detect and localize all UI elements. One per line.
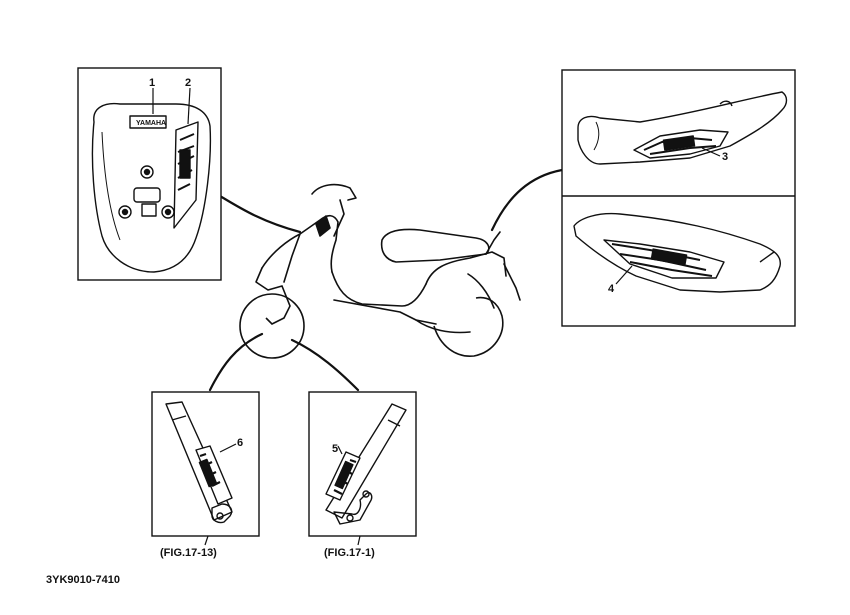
front-panel-drawing bbox=[91, 87, 212, 273]
callout-3: 3 bbox=[722, 151, 728, 163]
fig-ref-right: (FIG.17-1) bbox=[324, 547, 375, 559]
leader-lines bbox=[208, 168, 564, 392]
callout-2: 2 bbox=[185, 77, 191, 89]
scooter-outline bbox=[255, 183, 521, 334]
callout-6: 6 bbox=[237, 437, 243, 449]
front-wheel bbox=[239, 293, 305, 359]
front-panel-box bbox=[77, 67, 222, 281]
fork-drawing-right bbox=[325, 403, 407, 525]
fig-ref-left-leader bbox=[204, 535, 209, 546]
emblem-text: YAMAHA bbox=[136, 120, 166, 127]
callout-5: 5 bbox=[332, 443, 338, 455]
fig-ref-left: (FIG.17-13) bbox=[160, 547, 217, 559]
front-fork bbox=[265, 285, 291, 325]
callout-4: 4 bbox=[608, 283, 615, 295]
fig-ref-right-leader bbox=[357, 535, 361, 546]
callout-1: 1 bbox=[149, 77, 155, 89]
side-cover-box bbox=[561, 69, 796, 327]
side-cover-upper-drawing bbox=[577, 91, 788, 165]
drawing-code: 3YK9010-7410 bbox=[46, 574, 120, 586]
rear-wheel bbox=[433, 296, 504, 357]
side-cover-lower-drawing bbox=[573, 212, 781, 293]
fork-box-right bbox=[308, 391, 417, 537]
fork-drawing-left bbox=[165, 401, 237, 524]
